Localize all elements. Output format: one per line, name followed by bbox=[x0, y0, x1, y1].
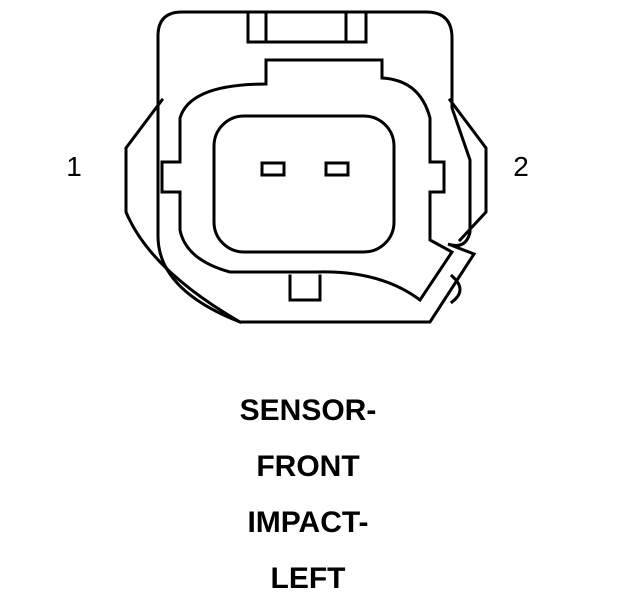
caption-line-3: IMPACT- bbox=[247, 506, 368, 539]
connector-top-key bbox=[246, 10, 368, 44]
terminal-cavity bbox=[212, 114, 396, 254]
connector-bottom-key bbox=[288, 274, 322, 302]
pin-label-2: 2 bbox=[513, 151, 529, 182]
terminal-slot-2 bbox=[324, 161, 350, 177]
caption-line-2: FRONT bbox=[256, 450, 359, 483]
connector-housing-right-bulge bbox=[447, 97, 488, 243]
connector-inner-shoulder bbox=[160, 58, 455, 303]
caption-line-4: LEFT bbox=[271, 562, 346, 595]
caption-line-1: SENSOR- bbox=[240, 394, 377, 427]
connector-housing-body bbox=[156, 10, 477, 324]
connector-latch-curve bbox=[449, 273, 462, 305]
terminal-slot-1 bbox=[260, 161, 286, 177]
pin-label-1: 1 bbox=[66, 151, 82, 182]
connector-housing-left-bulge bbox=[124, 97, 243, 325]
